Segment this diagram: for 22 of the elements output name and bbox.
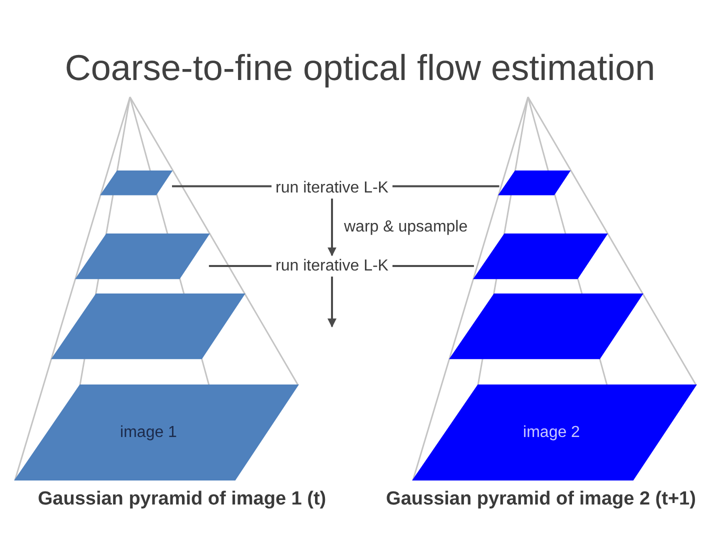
connector-line <box>392 185 500 188</box>
connector-line <box>208 265 272 267</box>
pyramid-level <box>474 234 607 279</box>
title: Coarse-to-fine optical flow estimation <box>64 48 656 88</box>
pyramid-level <box>76 234 209 279</box>
arrow <box>328 198 336 256</box>
pyramid-caption: Gaussian pyramid of image 2 (t+1) <box>386 488 696 512</box>
pyramid-caption: Gaussian pyramid of image 1 (t) <box>38 488 326 512</box>
step-text: run iterative L-K <box>272 177 392 199</box>
step-text: run iterative L-K <box>272 255 392 277</box>
image-label: image 1 <box>120 422 177 442</box>
pyramid-level <box>450 294 642 358</box>
edge-label: warp & upsample <box>342 217 470 237</box>
pyramid-level <box>499 171 570 195</box>
connector-line <box>172 185 272 188</box>
pyramid-level <box>52 294 244 358</box>
pyramid-level <box>15 385 298 480</box>
pyramid-level <box>413 385 696 480</box>
image-label: image 2 <box>523 422 580 442</box>
pyramid-level <box>101 171 172 195</box>
connector-line <box>392 265 474 267</box>
arrow <box>328 276 336 328</box>
